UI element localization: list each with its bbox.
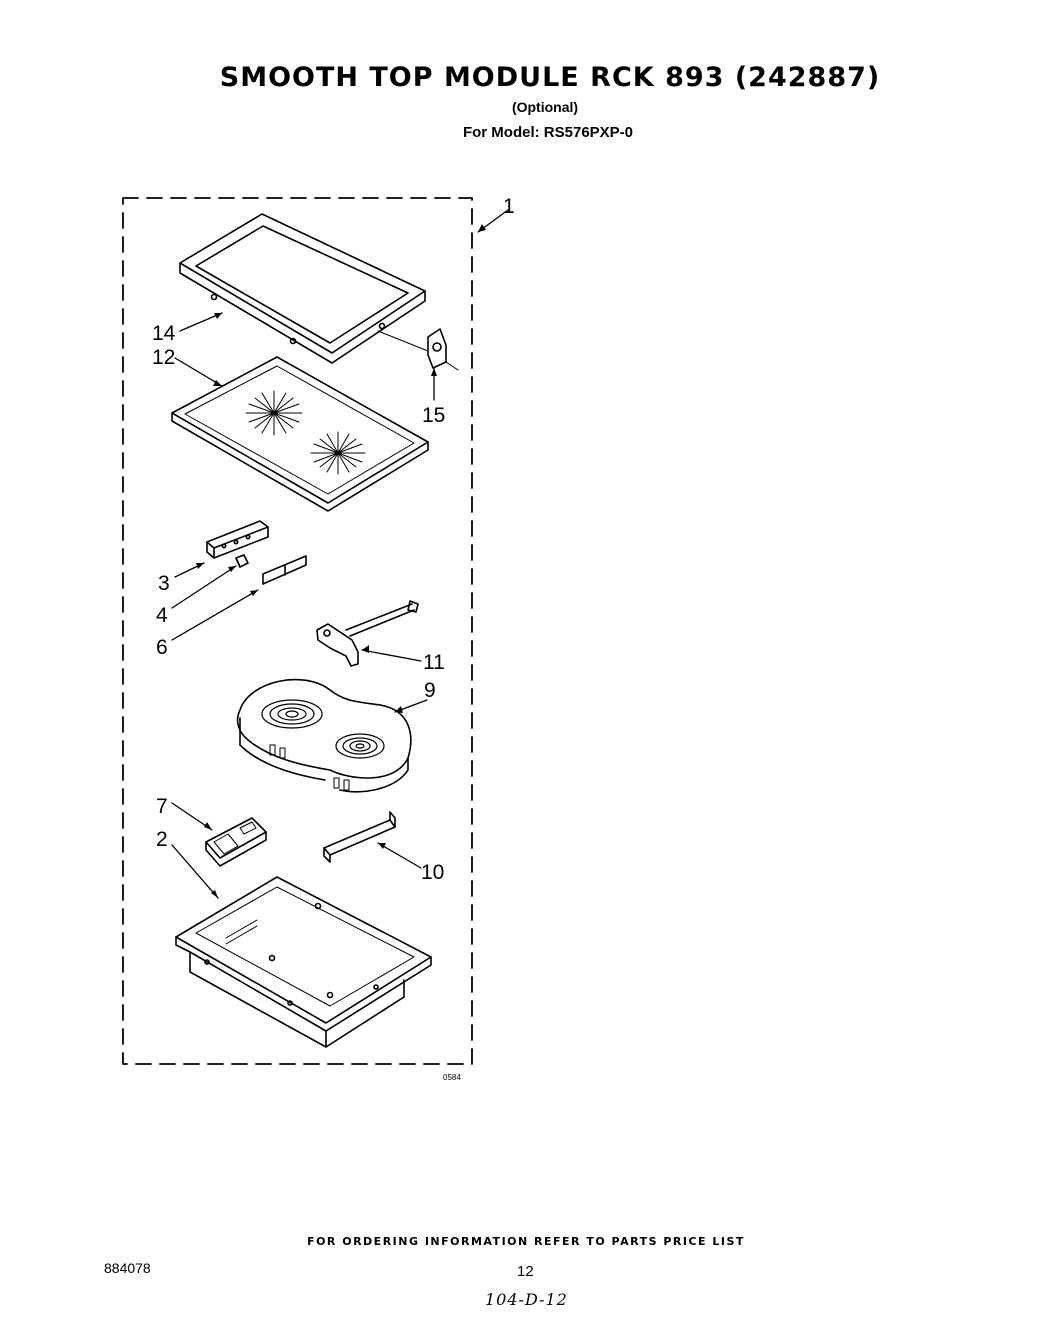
part-14-trim-frame [179,213,426,364]
callout-6: 6 [156,636,168,659]
part-15-clip [377,328,459,371]
optional-note: (Optional) [511,99,579,115]
part-6-label [262,555,307,585]
callout-9: 9 [424,679,436,702]
callout-12: 12 [152,346,175,369]
model-line: For Model: RS576PXP-0 [462,124,634,141]
page-title: SMOOTH TOP MODULE RCK 893 (242887) [219,62,881,93]
part-4-pin [235,554,249,568]
callout-14: 14 [152,322,176,345]
part-3-bracket [206,520,269,559]
callout-1: 1 [503,195,515,218]
part-10-channel [323,811,396,863]
page-number: 12 [517,1263,534,1280]
part-11-switch [316,600,419,667]
part-12-glass-top [171,356,429,512]
ordering-note: FOR ORDERING INFORMATION REFER TO PARTS … [307,1235,745,1248]
handwritten-note: 104-D-12 [485,1290,568,1309]
burner-pattern-right [310,431,366,475]
kit-boundary [122,197,473,1065]
callout-2: 2 [156,828,168,851]
callout-3: 3 [158,572,170,595]
callout-7: 7 [156,795,168,818]
coil-right [335,733,385,759]
part-2-base-pan [175,876,432,1048]
callout-4: 4 [156,604,168,627]
document-number: 884078 [104,1260,151,1276]
part-9-element-tray [236,678,412,793]
drawing-code: 0584 [443,1073,461,1082]
coil-left [261,699,323,729]
part-7-bracket [205,817,267,867]
callout-11: 11 [423,651,445,674]
callout-15: 15 [422,404,445,427]
callout-10: 10 [421,861,444,884]
arrowheads [196,224,486,898]
burner-pattern-left [245,390,303,436]
